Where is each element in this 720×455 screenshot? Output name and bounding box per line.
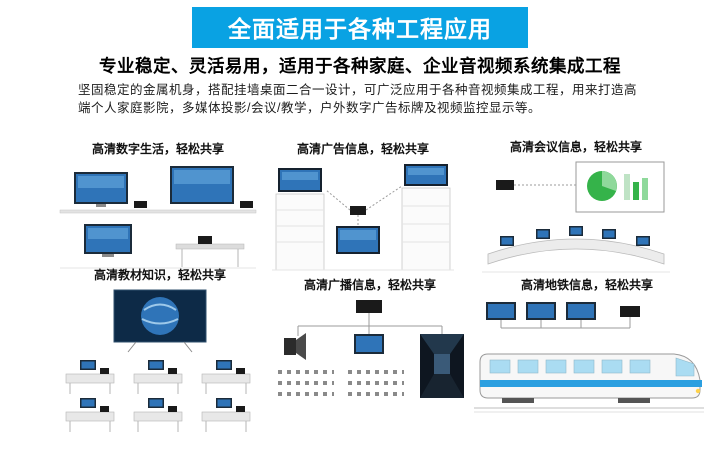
page-title-banner: 全面适用于各种工程应用	[0, 7, 720, 48]
scenario-title: 高清数字生活，轻松共享	[91, 142, 224, 156]
section-heading: 专业稳定、灵活易用，适用于各种家庭、企业音视频系统集成工程	[99, 56, 621, 76]
scenario-title: 高清广播信息，轻松共享	[303, 278, 436, 292]
advertising-illustration	[272, 164, 454, 271]
scenario-panel-advertising: 高清广告信息，轻松共享	[268, 140, 458, 274]
scenario-panel-classroom: 高清教材知识，轻松共享	[56, 266, 264, 436]
home-theater-illustration	[59, 166, 257, 269]
broadcast-illustration	[278, 300, 464, 398]
page-title: 全面适用于各种工程应用	[192, 7, 528, 48]
scenario-panel-conference: 高清会议信息，轻松共享	[478, 138, 674, 276]
scenario-panel-subway: 高清地铁信息，轻松共享	[464, 276, 710, 446]
scenario-title: 高清地铁信息，轻松共享	[520, 278, 653, 292]
subway-illustration	[474, 302, 704, 413]
conference-illustration	[482, 161, 670, 273]
scenario-title: 高清广告信息，轻松共享	[296, 142, 429, 156]
description-text: 坚固稳定的金属机身，搭配挂墙桌面二合一设计，可广泛应用于各种音视频集成工程，用来…	[78, 83, 638, 116]
scenario-panel-broadcast: 高清广播信息，轻松共享	[268, 276, 472, 446]
scenario-title: 高清会议信息，轻松共享	[509, 140, 642, 154]
classroom-illustration	[65, 289, 250, 432]
scenario-title: 高清教材知识，轻松共享	[93, 268, 226, 282]
scenario-panel-home: 高清数字生活，轻松共享	[56, 140, 260, 272]
